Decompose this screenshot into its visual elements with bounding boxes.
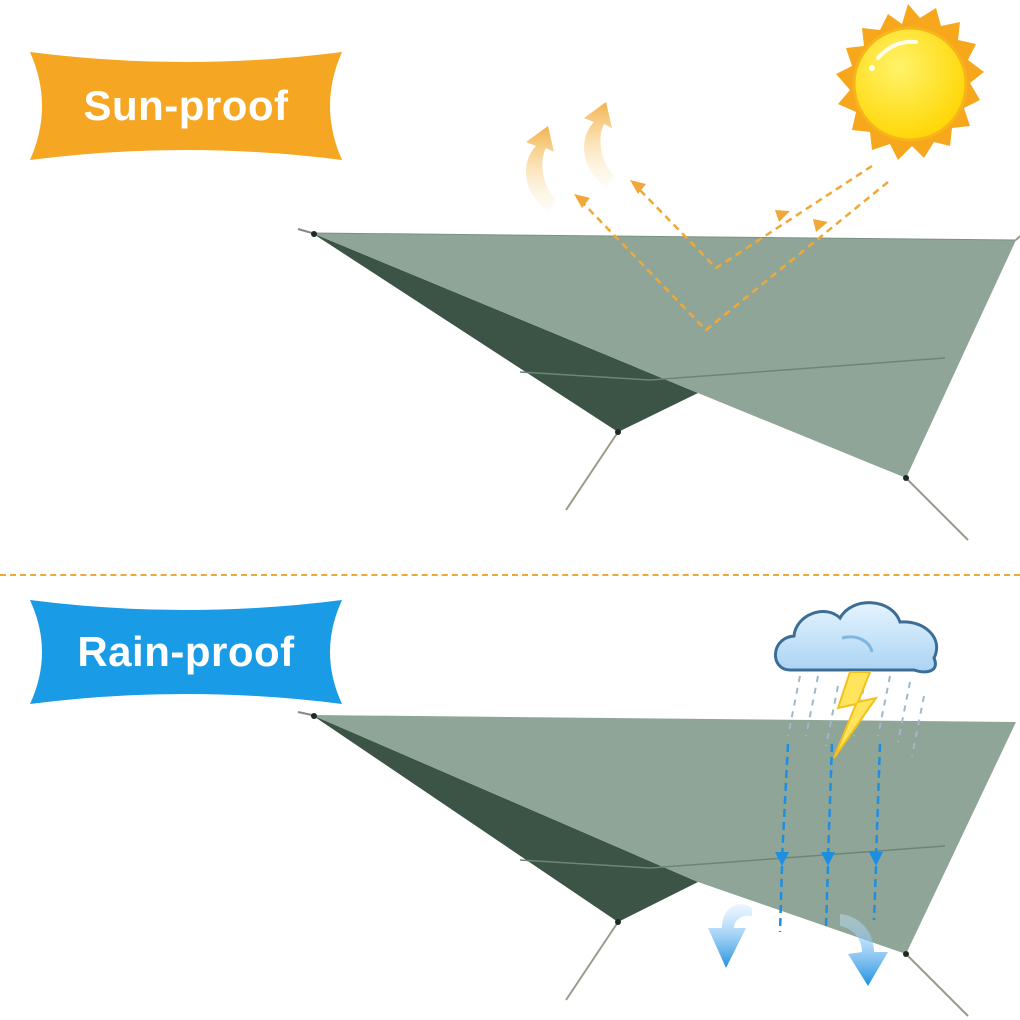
tarp-underside — [312, 233, 698, 432]
rain-proof-label: Rain-proof — [77, 628, 295, 675]
banner-shape — [30, 600, 342, 704]
tarp — [297, 711, 1016, 1017]
ray-path-inner — [635, 164, 873, 270]
sun-scene — [297, 4, 1020, 541]
sun-ray-arrows — [579, 164, 889, 332]
storm-cloud-icon — [774, 601, 939, 674]
sun-proof-banner: Sun-proof — [28, 50, 344, 162]
sun-proof-label: Sun-proof — [83, 82, 289, 129]
ray-path-outer — [579, 181, 889, 332]
guy-line — [905, 953, 969, 1017]
rain-proof-panel: Rain-proof — [0, 576, 1020, 1020]
lightning-icon — [833, 671, 879, 759]
heat-up-arrows — [526, 102, 614, 212]
tarp — [297, 228, 1020, 541]
rain-arrows — [778, 743, 882, 933]
guy-line — [565, 921, 619, 1001]
runoff-down-arrows — [708, 904, 888, 986]
section-divider — [0, 574, 1020, 576]
rain-proof-banner: Rain-proof — [28, 598, 344, 706]
rain-scene — [297, 601, 1016, 1017]
sun-proof-panel: Sun-proof — [28, 4, 1020, 541]
guy-line — [905, 477, 969, 541]
sun-icon — [836, 4, 984, 160]
rain-arrowheads — [775, 852, 883, 866]
guy-line — [565, 431, 619, 511]
tarp-top — [312, 715, 1016, 954]
tarp-top — [312, 233, 1016, 478]
ray-arrowheads — [574, 180, 828, 232]
banner-shape — [30, 52, 342, 160]
tarp-underside — [312, 715, 698, 922]
